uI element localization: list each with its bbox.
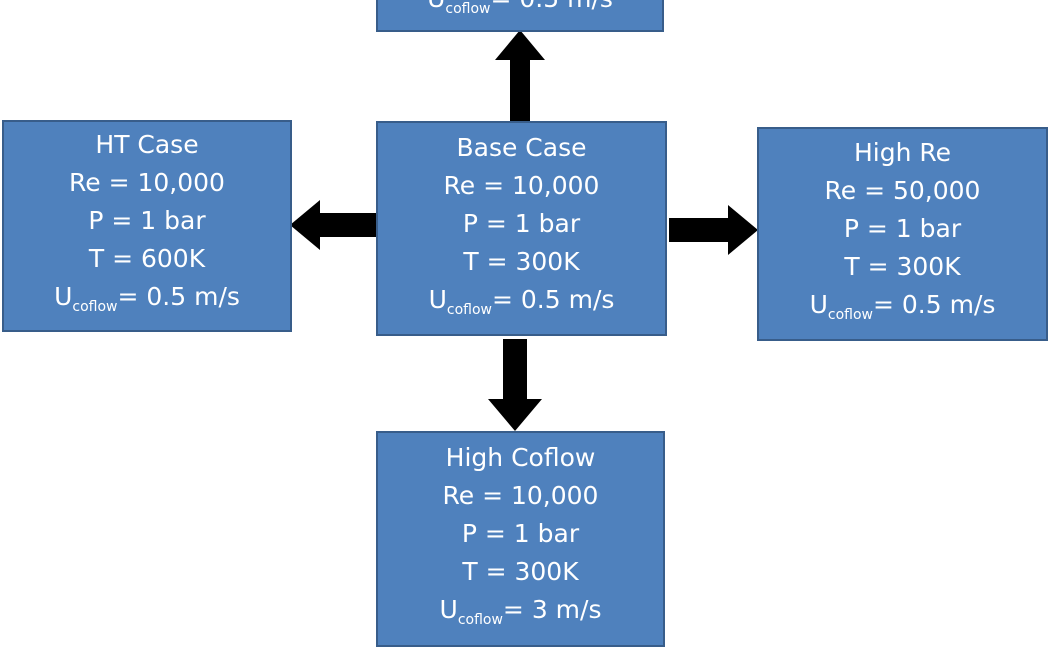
reynolds-number: Re = 10,000: [442, 481, 599, 510]
coflow-velocity: Ucoflow= 3 m/s: [439, 595, 602, 628]
case-title: High Coflow: [445, 443, 596, 472]
pressure: P = 1 bar: [88, 206, 206, 235]
case-title: Base Case: [456, 132, 587, 162]
arrow-left: [290, 200, 378, 250]
reynolds-number: Re = 10,000: [443, 170, 600, 200]
pressure: P = 1 bar: [462, 208, 581, 238]
case-title: HT Case: [95, 130, 199, 159]
box-high-re: High Re Re = 50,000 P = 1 bar T = 300K U…: [757, 127, 1048, 341]
box-ht-case: HT Case Re = 10,000 P = 1 bar T = 600K U…: [2, 120, 292, 332]
temperature: T = 300K: [844, 252, 961, 281]
box-top-case: Ucoflow= 0.5 m/s: [376, 0, 664, 32]
coflow-velocity: Ucoflow= 0.5 m/s: [54, 282, 240, 315]
box-high-coflow: High Coflow Re = 10,000 P = 1 bar T = 30…: [376, 431, 665, 647]
box-base-case: Base Case Re = 10,000 P = 1 bar T = 300K…: [376, 121, 667, 336]
pressure: P = 1 bar: [843, 214, 962, 243]
case-title: High Re: [853, 138, 952, 167]
coflow-velocity: Ucoflow= 0.5 m/s: [428, 284, 615, 318]
temperature: T = 300K: [463, 246, 580, 276]
coflow-velocity: Ucoflow= 0.5 m/s: [427, 0, 613, 17]
arrow-down: [488, 339, 542, 431]
reynolds-number: Re = 10,000: [69, 168, 225, 197]
reynolds-number: Re = 50,000: [824, 176, 981, 205]
arrow-up: [495, 30, 545, 122]
arrow-right: [669, 205, 758, 255]
temperature: T = 600K: [88, 244, 206, 273]
temperature: T = 300K: [462, 557, 579, 586]
pressure: P = 1 bar: [461, 519, 580, 548]
coflow-velocity: Ucoflow= 0.5 m/s: [809, 290, 996, 323]
